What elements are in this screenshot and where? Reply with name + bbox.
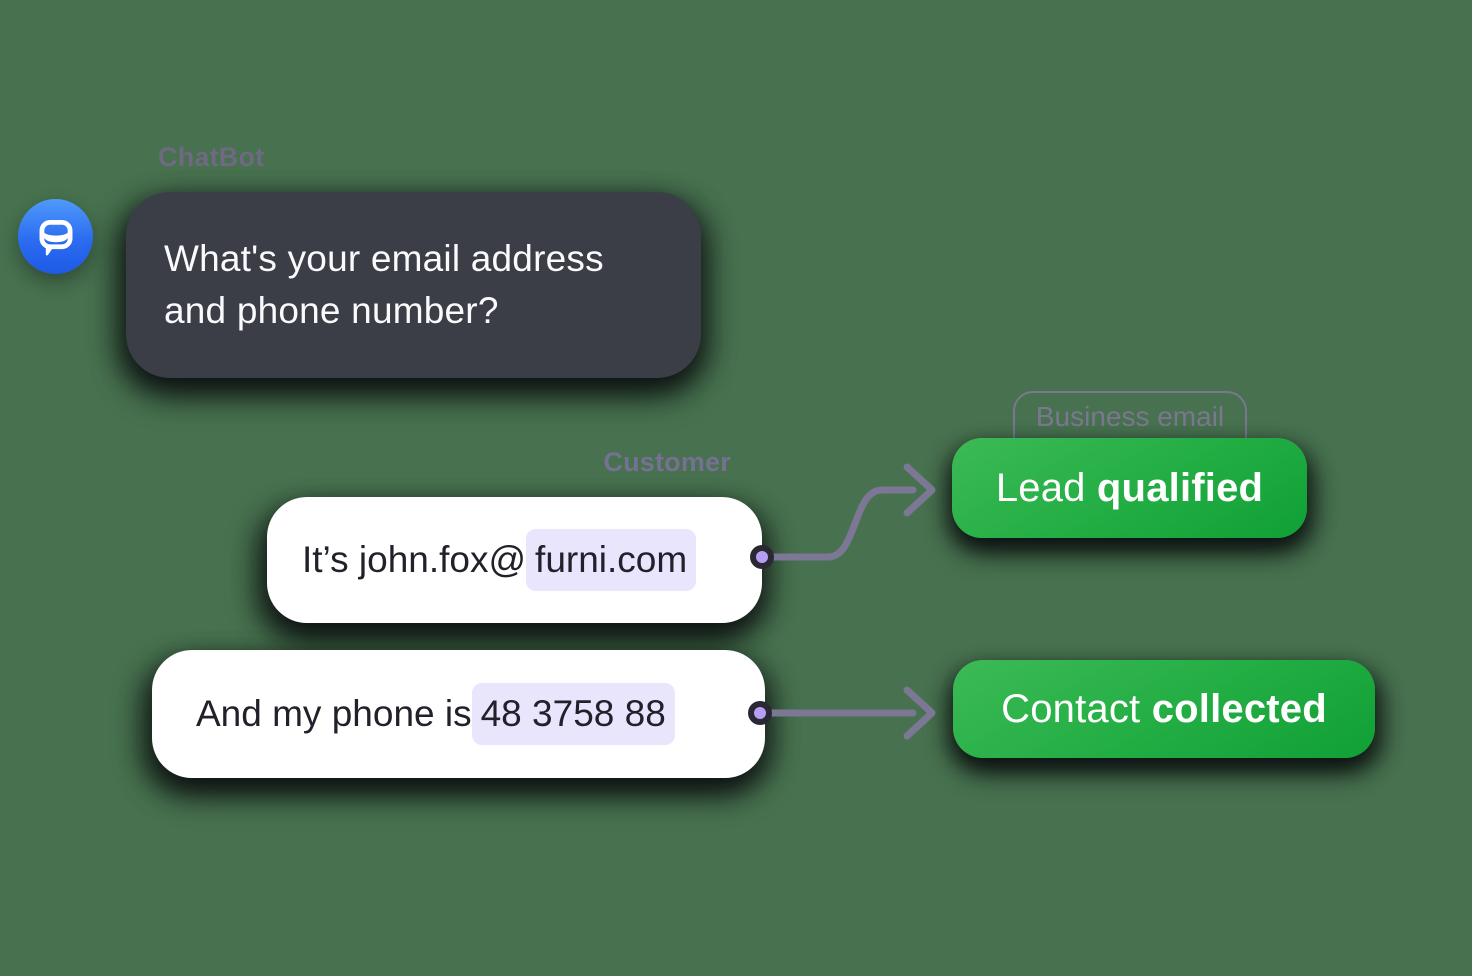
phone-message-text: And my phone is [196,693,472,734]
lead-badge-text: Lead qualified [995,465,1264,510]
chatbot-message-bubble: What's your email address and phone numb… [126,192,701,378]
business-email-tag-label: Business email [1035,401,1225,432]
contact-badge-text: Contact collected [1001,686,1327,731]
email-arrowhead-icon [903,463,936,517]
phone-arrowhead-icon [903,686,936,740]
chatbot-message-text: What's your email address and phone numb… [164,238,604,331]
contact-collected-badge: Contact collected [953,660,1375,758]
customer-phone-message-bubble: And my phone is 48 3758 88 [152,650,765,778]
customer-email-message-bubble: It’s john.fox@furni.com [267,497,762,623]
phone-entity-highlight: 48 3758 88 [471,683,675,745]
customer-speaker-label: Customer [603,447,731,477]
email-to-lead-arrow [762,486,917,561]
chatbot-avatar [18,199,93,274]
chatbot-logo-icon [30,211,82,263]
lead-qualified-badge: Lead qualified [952,438,1307,538]
email-message-text: It’s john.fox@ [302,539,527,580]
chatbot-speaker-label: ChatBot [158,142,265,172]
email-entity-highlight: furni.com [526,529,697,591]
